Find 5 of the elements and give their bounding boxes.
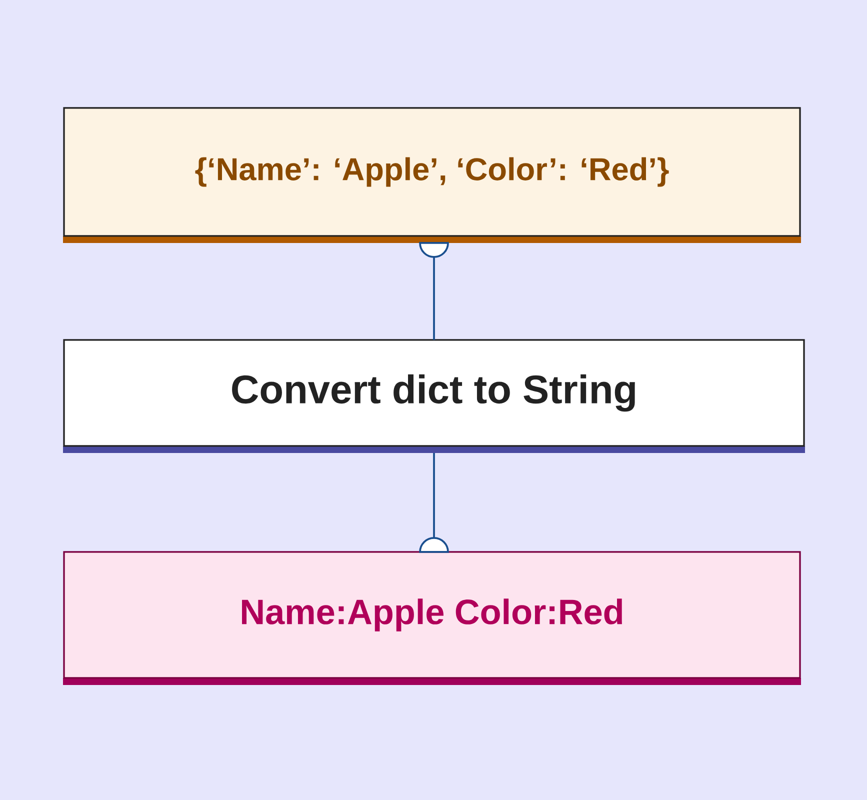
process-box: Name:Apple Color:Red <box>63 551 801 685</box>
connector <box>419 452 449 553</box>
connector <box>419 242 449 340</box>
process-box: Convert dict to String <box>63 339 805 453</box>
process-box: {‘Name’: ‘Apple’, ‘Color’: ‘Red’} <box>63 107 801 243</box>
